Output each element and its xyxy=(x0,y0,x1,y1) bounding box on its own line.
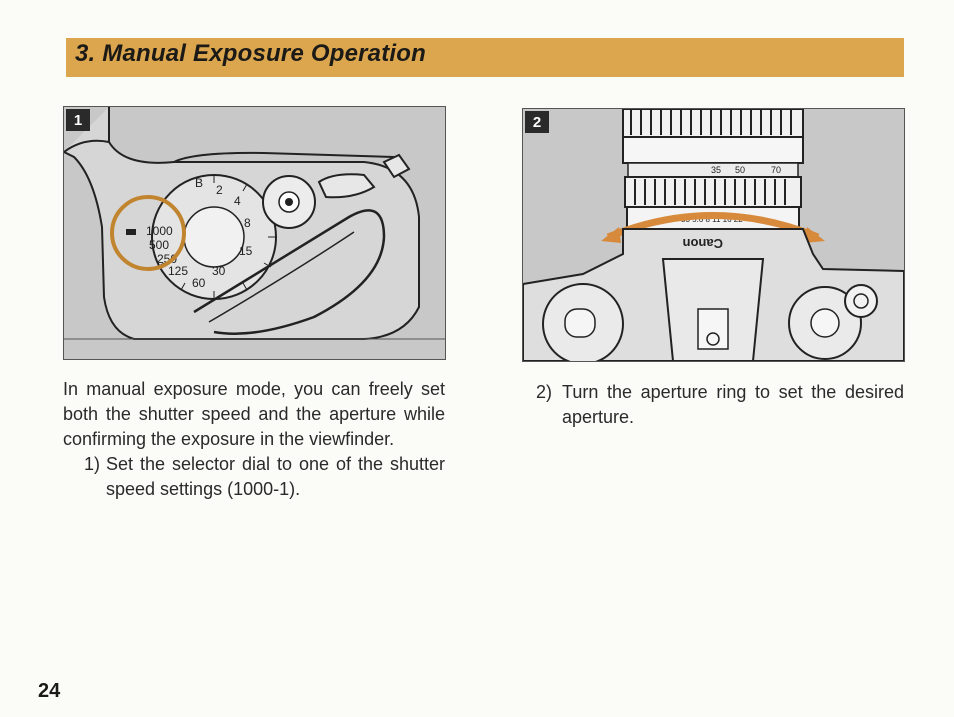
step-number: 1) xyxy=(83,454,100,474)
zoom-scale-70: 70 xyxy=(771,165,781,175)
section-title: 3. Manual Exposure Operation xyxy=(75,40,427,67)
dial-label-8: 8 xyxy=(244,216,251,230)
camera-top-illustration: B 2 4 8 15 30 60 125 250 500 1000 xyxy=(64,107,445,359)
brand-logo: Canon xyxy=(683,236,724,251)
lens-illustration: 35 50 70 35 5.6 8 11 16 22 Canon xyxy=(523,109,904,361)
step-1: 1) Set the selector dial to one of the s… xyxy=(63,452,445,502)
dial-label-60: 60 xyxy=(192,276,206,290)
dial-label-1000: 1000 xyxy=(146,224,173,238)
zoom-scale-50: 50 xyxy=(735,165,745,175)
figure-number-badge: 1 xyxy=(66,109,90,131)
page-number: 24 xyxy=(38,680,61,702)
step-text: Turn the aperture ring to set the desire… xyxy=(562,382,904,427)
zoom-scale-35: 35 xyxy=(711,165,721,175)
rotation-arrow xyxy=(606,212,820,241)
dial-label-125: 125 xyxy=(168,264,188,278)
figure-1-selector-dial: B 2 4 8 15 30 60 125 250 500 1000 1 xyxy=(63,106,446,360)
step-text: Set the selector dial to one of the shut… xyxy=(106,454,445,499)
dial-label-250: 250 xyxy=(157,252,177,266)
dial-label-4: 4 xyxy=(234,194,241,208)
intro-paragraph: In manual exposure mode, you can freely … xyxy=(63,379,445,449)
figure-number-badge: 2 xyxy=(525,111,549,133)
step-number: 2) xyxy=(536,382,553,402)
right-text-column: 2) Turn the aperture ring to set the des… xyxy=(536,380,904,430)
step-2: 2) Turn the aperture ring to set the des… xyxy=(536,380,904,430)
figure-2-aperture-ring: 35 50 70 35 5.6 8 11 16 22 Canon xyxy=(522,108,905,362)
left-text-column: In manual exposure mode, you can freely … xyxy=(63,377,445,502)
dial-label-b: B xyxy=(195,176,203,190)
dial-label-30: 30 xyxy=(212,264,226,278)
section-header-bar xyxy=(66,38,904,77)
aperture-scale: 35 5.6 8 11 16 22 xyxy=(681,215,743,224)
highlight-circle xyxy=(110,195,186,271)
dial-label-15: 15 xyxy=(239,244,253,258)
dial-label-2: 2 xyxy=(216,183,223,197)
dial-label-500: 500 xyxy=(149,238,169,252)
